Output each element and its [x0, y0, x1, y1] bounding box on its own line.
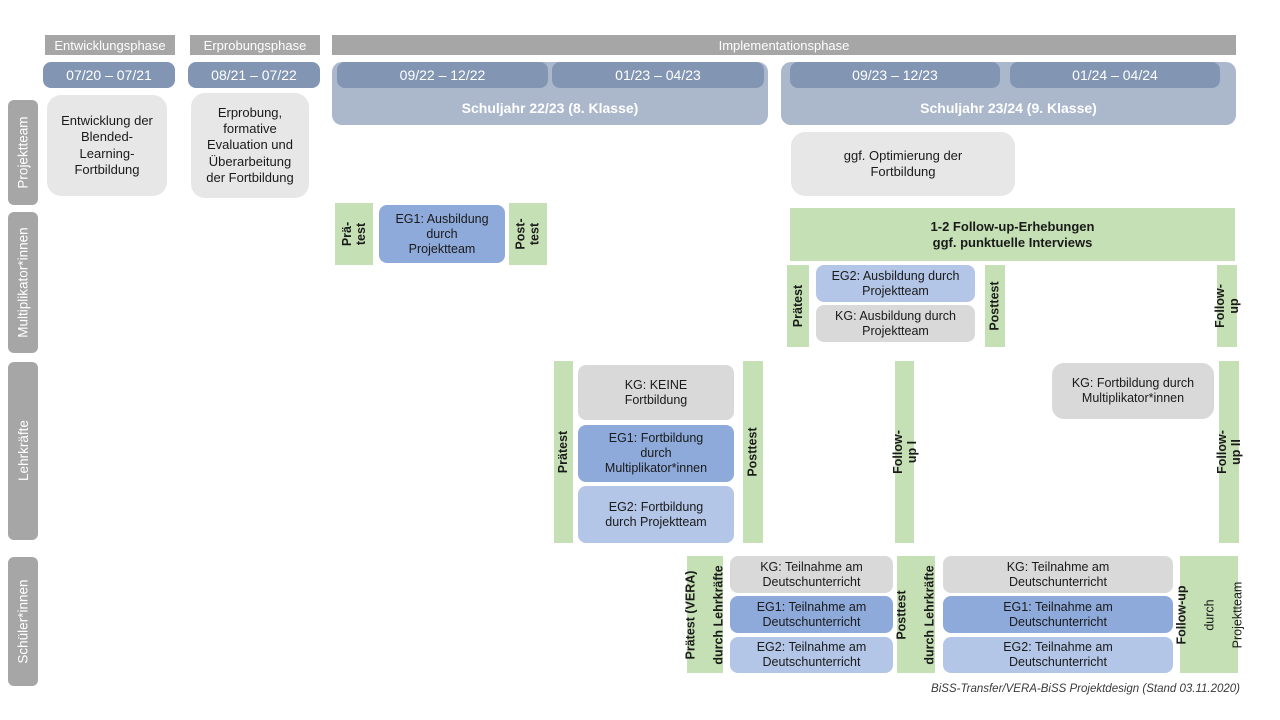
school-year-label-22-23: Schuljahr 22/23 (8. Klasse) [461, 100, 639, 116]
posttest-label: Posttest [895, 589, 909, 640]
slide-caption: BiSS-Transfer/VERA-BiSS Projektdesign (S… [931, 683, 1240, 695]
period-08-21: 08/21 – 07/22 [188, 62, 320, 88]
box-multiplikatoren-posttest-1: Post- test [509, 203, 547, 265]
box-eg2-fortbildung-projektteam: EG2: Fortbildung durch Projektteam [578, 486, 734, 543]
row-label-schuelerinnen: Schüler*innen [8, 557, 38, 686]
praetest-vera-label: Prätest (VERA) [684, 570, 698, 659]
box-kg-teilnahme-1: KG: Teilnahme am Deutschunterricht [730, 556, 893, 593]
box-kg-keine-fortbildung: KG: KEINE Fortbildung [578, 365, 734, 420]
period-01-24: 01/24 – 04/24 [1010, 62, 1220, 88]
box-lehrkraefte-followup-1: Follow-up I [891, 361, 919, 543]
followup-sublabel-1: durch [1202, 598, 1217, 631]
box-eg1-ausbildung-projektteam: EG1: Ausbildung durch Projektteam [379, 205, 505, 263]
box-entwicklung-fortbildung: Entwicklung der Blended- Learning- Fortb… [47, 95, 167, 196]
box-eg1-fortbildung-multiplikatoren: EG1: Fortbildung durch Multiplikator*inn… [578, 425, 734, 482]
school-year-label-23-24: Schuljahr 23/24 (9. Klasse) [920, 100, 1097, 116]
box-eg2-teilnahme-1: EG2: Teilnahme am Deutschunterricht [730, 637, 893, 673]
row-label-projektteam: Projektteam [8, 100, 38, 205]
period-01-23: 01/23 – 04/23 [552, 62, 764, 88]
followup-label: Follow-up [1174, 584, 1189, 645]
box-lehrkraefte-followup-2: Follow-up II [1215, 361, 1243, 543]
phase-header-erprobungsphase: Erprobungsphase [190, 35, 320, 55]
period-07-20: 07/20 – 07/21 [43, 62, 175, 88]
box-schueler-posttest: Posttest durch Lehrkräfte [895, 556, 937, 673]
period-09-22: 09/22 – 12/22 [337, 62, 548, 88]
followup-sublabel-2: Projektteam [1230, 581, 1245, 648]
row-label-multiplikatorinnen: Multiplikator*innen [8, 212, 38, 353]
row-label-lehrkraefte: Lehrkräfte [8, 362, 38, 540]
box-erprobung-evaluation: Erprobung, formative Evaluation und Über… [191, 93, 309, 198]
period-09-23: 09/23 – 12/23 [790, 62, 1000, 88]
phase-header-entwicklungsphase: Entwicklungsphase [45, 35, 175, 55]
box-multiplikatoren-followup: Follow-up [1213, 265, 1241, 347]
posttest-sublabel: durch Lehrkräfte [923, 564, 937, 665]
box-lehrkraefte-posttest: Posttest [743, 361, 763, 543]
box-multiplikatoren-praetest-1: Prä- test [335, 203, 373, 265]
box-eg2-ausbildung-projektteam: EG2: Ausbildung durch Projektteam [816, 265, 975, 302]
box-eg2-teilnahme-2: EG2: Teilnahme am Deutschunterricht [943, 637, 1173, 673]
box-multiplikatoren-posttest-2: Posttest [985, 265, 1005, 347]
praetest-vera-sublabel: durch Lehrkräfte [712, 564, 726, 665]
box-schueler-praetest-vera: Prätest (VERA) durch Lehrkräfte [684, 556, 726, 673]
box-lehrkraefte-praetest: Prätest [554, 361, 573, 543]
box-multiplikatoren-praetest-2: Prätest [787, 265, 809, 347]
box-followup-erhebungen-header: 1-2 Follow-up-Erhebungen ggf. punktuelle… [790, 208, 1235, 261]
box-eg1-teilnahme-1: EG1: Teilnahme am Deutschunterricht [730, 596, 893, 633]
box-optimierung-fortbildung: ggf. Optimierung der Fortbildung [791, 132, 1015, 196]
box-kg-teilnahme-2: KG: Teilnahme am Deutschunterricht [943, 556, 1173, 593]
box-eg1-teilnahme-2: EG1: Teilnahme am Deutschunterricht [943, 596, 1173, 633]
box-kg-ausbildung-projektteam: KG: Ausbildung durch Projektteam [816, 305, 975, 342]
phase-header-implementationsphase: Implementationsphase [332, 35, 1236, 55]
box-schueler-followup: Follow-up durch Projektteam [1174, 556, 1244, 673]
box-kg-fortbildung-multiplikatoren: KG: Fortbildung durch Multiplikator*inne… [1052, 363, 1214, 419]
